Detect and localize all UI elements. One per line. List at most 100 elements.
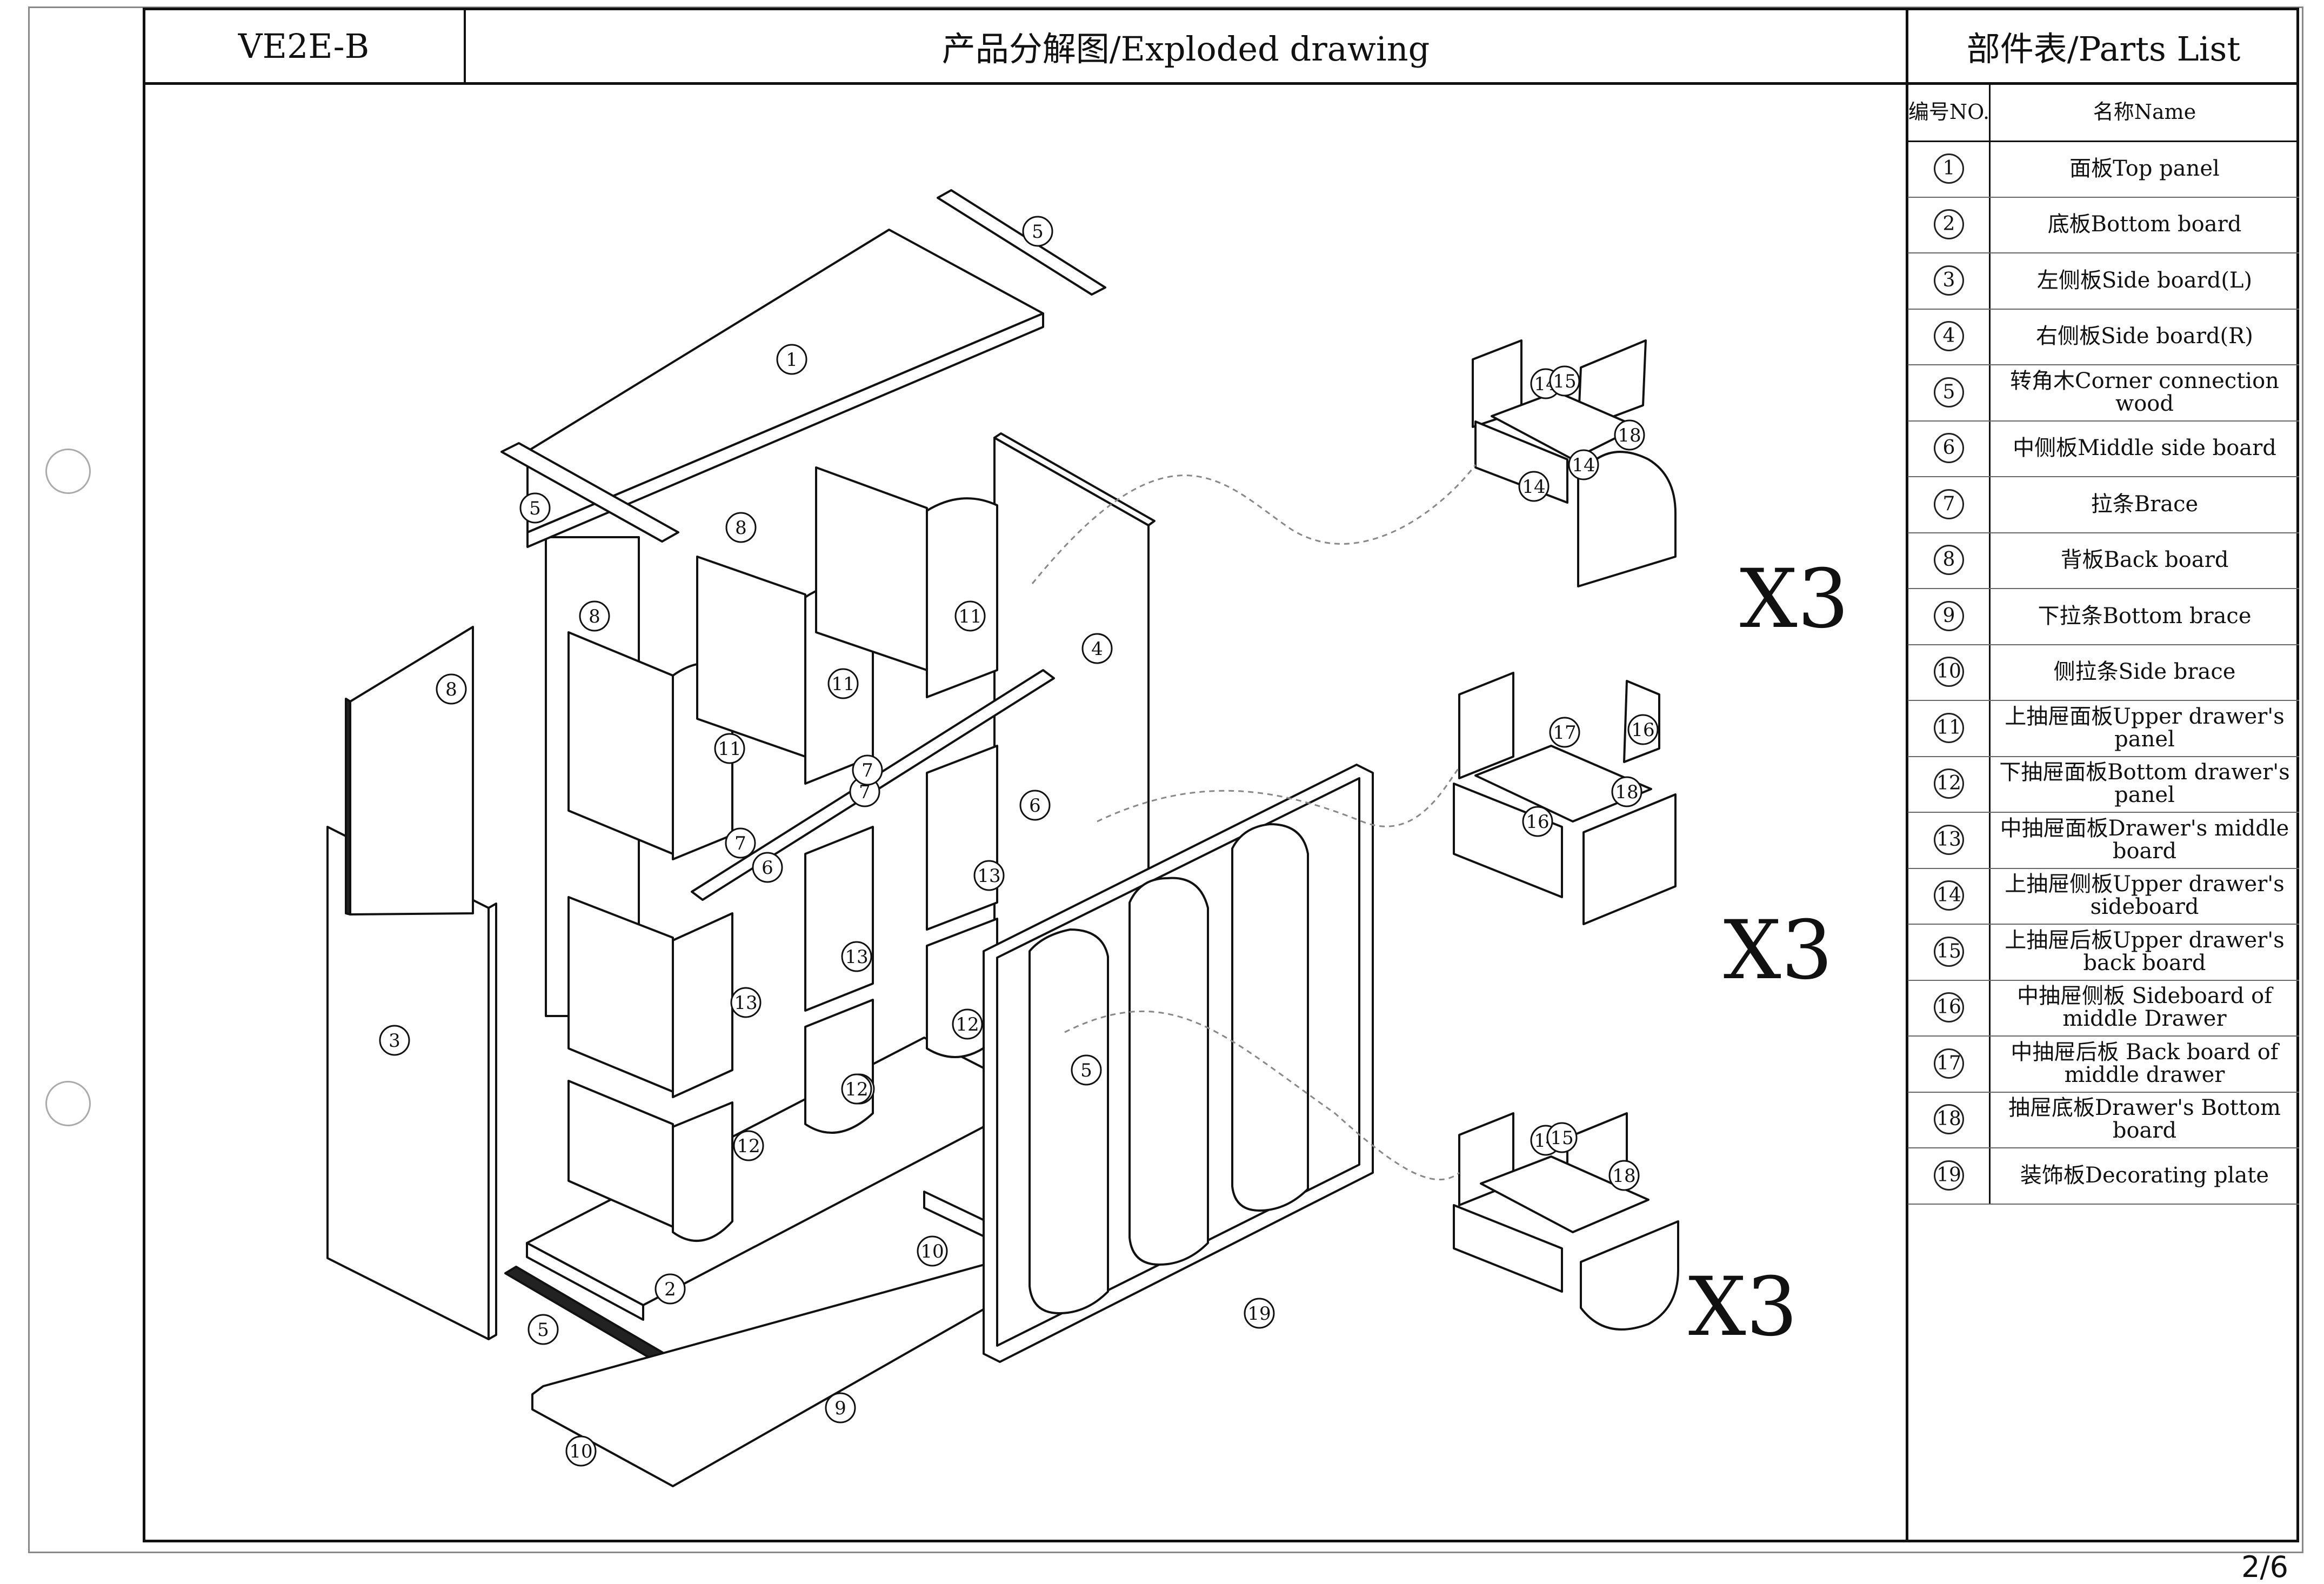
header-divider	[464, 8, 466, 84]
callout-circle	[436, 673, 467, 705]
callout-label: 17	[1553, 722, 1576, 744]
table-rule	[1908, 196, 2299, 198]
part-name: 抽屉底板Drawer's Bottom board	[2008, 1095, 2281, 1144]
part-name: 上抽屉侧板Upper drawer's sideboard	[2005, 872, 2285, 920]
part-number: 8	[1934, 545, 1964, 576]
callout-circle	[1568, 449, 1599, 480]
part-number-cell: 15	[1908, 924, 1990, 980]
callout-circle	[1549, 717, 1580, 748]
callout-circle	[655, 1273, 686, 1305]
callout-label: 4	[1091, 638, 1103, 660]
table-rule	[1908, 700, 2299, 701]
callout-label: 15	[1553, 371, 1576, 392]
table-rule	[1908, 252, 2299, 253]
part-number-cell: 2	[1908, 197, 1990, 253]
table-rule	[1908, 812, 2299, 813]
callout-label: 18	[1612, 1165, 1635, 1187]
callout-circle	[1518, 471, 1550, 502]
table-rule	[1908, 924, 2299, 925]
callout-label: 12	[956, 1014, 979, 1035]
callout-label: 15	[1550, 1127, 1573, 1149]
callout-circle	[379, 1025, 410, 1056]
part-number: 1	[1934, 153, 1964, 184]
callout-label: 10	[920, 1241, 944, 1262]
callout-label: 3	[389, 1030, 400, 1052]
callout-circle	[917, 1235, 948, 1267]
part-number-cell: 12	[1908, 756, 1990, 812]
callout-label: 8	[589, 606, 600, 627]
callout-circle	[579, 600, 610, 632]
callout-circle	[1081, 633, 1113, 664]
table-rule	[1908, 756, 2299, 757]
part-number: 15	[1934, 936, 1964, 967]
part-number-cell: 18	[1908, 1092, 1990, 1148]
table-rule	[1908, 979, 2299, 981]
table-rule	[1989, 84, 1991, 1204]
callout-label: 11	[958, 606, 981, 627]
title-block-frame	[143, 8, 2299, 1542]
part-name: 上抽屉面板Upper drawer's panel	[2005, 704, 2285, 752]
table-rule	[1908, 308, 2299, 310]
callout-label: 18	[1615, 781, 1638, 803]
callout-circle	[519, 492, 551, 524]
part-number: 10	[1934, 657, 1964, 687]
callout-label: 7	[862, 760, 873, 781]
part-name: 面板Top panel	[2069, 156, 2220, 181]
part-name: 拉条Brace	[2091, 491, 2199, 517]
callout-circle	[714, 733, 745, 764]
callout-label: 14	[1522, 476, 1545, 498]
col-header-no: 编号NO.	[1908, 100, 1990, 124]
part-name: 侧拉条Side brace	[2053, 659, 2236, 685]
table-rule	[1908, 644, 2299, 645]
callout-circle	[841, 1073, 872, 1105]
part-number: 13	[1934, 824, 1964, 855]
callout-label: 9	[834, 1398, 846, 1419]
callout-circle	[730, 987, 762, 1018]
parts-list-divider	[1906, 8, 1908, 1542]
callout-circle	[1549, 365, 1580, 397]
part-number: 7	[1934, 489, 1964, 519]
callout-circle	[841, 941, 872, 972]
callout-label: 5	[1032, 221, 1044, 243]
callout-label: 14	[1572, 455, 1595, 476]
part-number-cell: 11	[1908, 700, 1990, 756]
part-number-cell: 9	[1908, 588, 1990, 644]
callout-circle	[1522, 806, 1553, 837]
callout-circle	[1627, 714, 1659, 745]
part-number-cell: 7	[1908, 476, 1990, 532]
table-rule	[1908, 1091, 2299, 1093]
part-number: 12	[1934, 768, 1964, 799]
part-number: 16	[1934, 992, 1964, 1023]
part-number-cell: 14	[1908, 868, 1990, 924]
header-divider	[143, 82, 2299, 85]
callout-circle	[1608, 1160, 1640, 1191]
quantity-label: X3	[1724, 904, 1833, 998]
part-number-cell: 16	[1908, 980, 1990, 1036]
callout-labels: 1234555566777888910101111111212121213131…	[379, 216, 1659, 1467]
part-number: 9	[1934, 600, 1964, 631]
parts-list-title: 部件表/Parts List	[1966, 29, 2241, 69]
table-rule	[1908, 588, 2299, 589]
callout-label: 11	[831, 673, 854, 695]
part-name: 下抽屉面板Bottom drawer's panel	[1999, 760, 2290, 808]
callout-circle	[733, 1130, 764, 1161]
part-number: 18	[1934, 1104, 1964, 1135]
callout-label: 12	[845, 1079, 868, 1100]
callout-circle	[825, 1392, 856, 1423]
callout-circle	[527, 1314, 559, 1345]
callout-label: 5	[537, 1319, 549, 1341]
part-name: 下拉条Bottom brace	[2038, 603, 2252, 629]
callout-label: 18	[1618, 425, 1641, 446]
part-number-cell: 13	[1908, 812, 1990, 868]
callout-circle	[1546, 1122, 1578, 1153]
part-number: 17	[1934, 1048, 1964, 1079]
part-name: 装饰板Decorating plate	[2020, 1162, 2269, 1188]
part-number: 14	[1934, 880, 1964, 911]
callout-label: 13	[845, 946, 868, 968]
callout-circle	[1022, 216, 1053, 247]
callout-label: 1	[786, 349, 798, 371]
table-rule	[1908, 476, 2299, 477]
table-rule	[1908, 141, 2299, 142]
part-name: 中抽屉后板 Back board of middle drawer	[2011, 1039, 2279, 1087]
